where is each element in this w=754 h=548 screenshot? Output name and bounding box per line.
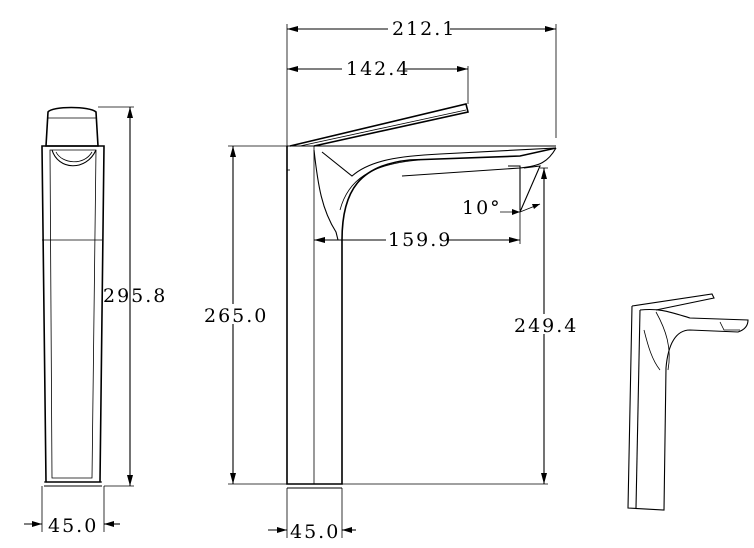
front-width-label: 45.0 xyxy=(290,521,340,543)
side-lever-cap xyxy=(45,106,99,147)
spout-reach-label: 159.9 xyxy=(388,229,452,251)
side-view: 295.8 45.0 xyxy=(24,106,167,537)
perspective-lever xyxy=(631,293,715,311)
front-lever xyxy=(289,103,469,147)
lever-length-label: 142.4 xyxy=(346,58,410,80)
side-spout-scoop xyxy=(51,149,97,167)
front-spout xyxy=(313,149,339,241)
side-width-label: 45.0 xyxy=(48,515,98,537)
spout-angle-label: 10° xyxy=(462,197,502,219)
spout-height-label: 249.4 xyxy=(514,315,578,337)
perspective-spout xyxy=(639,308,749,369)
total-length-label: 212.1 xyxy=(392,18,456,40)
front-view: 212.1 142.4 159.9 10° 265.0 xyxy=(204,18,578,543)
perspective-view xyxy=(627,293,749,511)
side-height-label: 295.8 xyxy=(103,285,167,307)
front-spout-outlet xyxy=(508,165,541,213)
front-height-label: 265.0 xyxy=(204,305,268,327)
